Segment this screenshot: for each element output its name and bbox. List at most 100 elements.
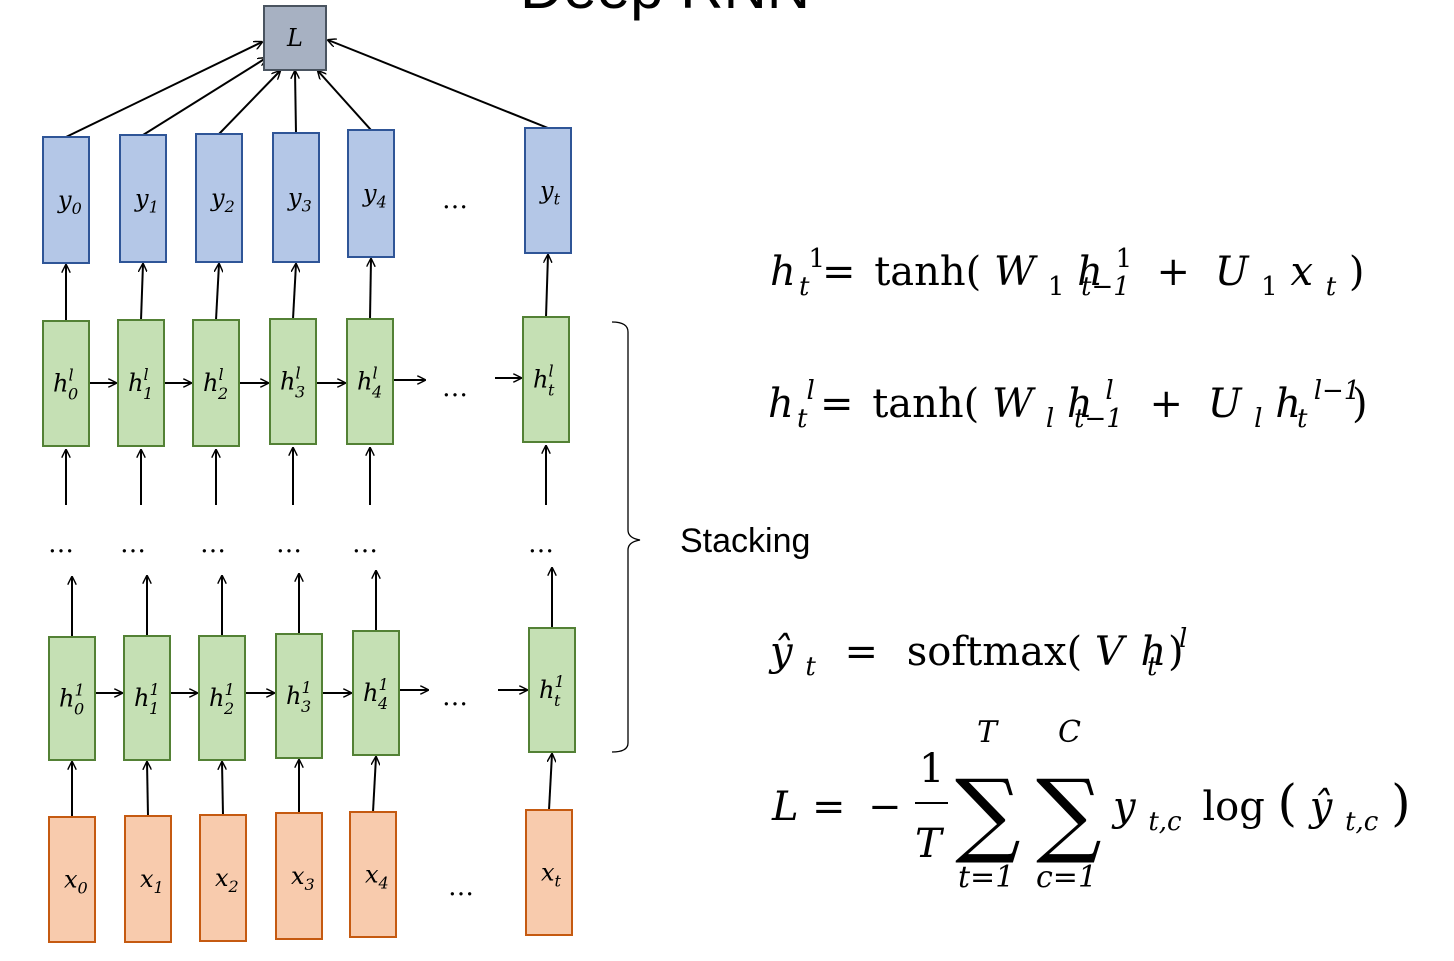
output-row-ellipsis: … — [442, 185, 468, 215]
input-row-ellipsis: … — [448, 872, 474, 902]
eq4-sum1-top: T — [977, 715, 999, 750]
eq4-y: y — [1111, 784, 1137, 830]
bottom-hidden-node-5-box — [528, 627, 576, 753]
input-node-4-box — [349, 811, 397, 938]
input-node-3-box — [275, 812, 323, 940]
middle-ellipsis-4: … — [352, 529, 378, 559]
eq3-h-sup: l — [1179, 624, 1187, 654]
bottom-hidden-node-4-box — [352, 630, 400, 756]
input-node-2-box — [199, 814, 247, 942]
eq3-equals: = — [845, 629, 879, 675]
arrow-top-hidden-4-to-output — [370, 259, 371, 320]
eq1-h: h — [1077, 249, 1103, 295]
eq4-sum1-bottom: t=1 — [958, 860, 1014, 895]
equation-softmax: ŷ t = softmax( V h l t ) — [768, 611, 1200, 685]
top-hidden-node-0-box — [42, 320, 90, 447]
input-node-2: x2 — [199, 814, 247, 942]
eq2-lhs-h: h — [768, 381, 794, 427]
arrow-output-4-to-loss — [318, 71, 372, 131]
input-node-1: x1 — [124, 815, 172, 943]
arrow-input-4-to-hidden — [373, 757, 376, 813]
output-node-0: y0 — [42, 136, 90, 264]
eq1-u-sub: 1 — [1261, 272, 1278, 302]
input-node-5-box — [525, 809, 573, 936]
eq1-plus: + — [1157, 249, 1191, 295]
eq1-lhs-sub: t — [799, 272, 810, 302]
eq1-w: W — [994, 249, 1038, 295]
input-node-4: x4 — [349, 811, 397, 938]
output-node-0-label: y0 — [57, 186, 82, 218]
eq4-equals: = — [812, 784, 846, 830]
eq3-func: softmax( — [907, 629, 1082, 675]
input-node-2-label: x2 — [215, 864, 239, 896]
output-node-0-box — [42, 136, 90, 264]
eq4-y-sub: t,c — [1148, 807, 1182, 837]
output-node-2-label: y2 — [210, 184, 235, 216]
eq1-w-sub: 1 — [1048, 272, 1065, 302]
eq3-close: ) — [1168, 629, 1184, 675]
eq4-lhs: L — [771, 784, 799, 830]
bottom-hidden-node-3-box — [275, 633, 323, 759]
arrow-top-hidden-5-to-output — [546, 255, 548, 318]
eq1-x-sub: t — [1326, 272, 1337, 302]
output-node-1-label: y1 — [134, 185, 159, 217]
eq3-h-sub: t — [1147, 652, 1158, 682]
eq4-sum2-top: C — [1058, 715, 1081, 750]
arrow-top-hidden-1-to-output — [141, 264, 143, 321]
eq1-func: tanh( — [874, 249, 981, 295]
top-hidden-node-5-box — [522, 316, 570, 443]
top-hidden-node-3-box — [269, 318, 317, 445]
arrow-top-hidden-3-to-output — [293, 264, 296, 320]
arrow-output-3-to-loss — [295, 71, 296, 134]
eq1-h-sup: 1 — [1116, 244, 1133, 274]
bottom-hidden-node-1-box — [123, 635, 171, 761]
eq2-w-sub: l — [1046, 404, 1054, 434]
middle-ellipsis-1: … — [120, 529, 146, 559]
eq1-x: x — [1290, 249, 1313, 295]
input-node-5-label: xt — [541, 859, 562, 891]
input-node-1-label: x1 — [140, 865, 164, 897]
eq2-h: h — [1067, 381, 1093, 427]
eq4-minus: − — [868, 784, 902, 830]
eq3-v: V — [1095, 629, 1128, 675]
equation-loss: L = − 1 T ∑ T t=1 ∑ C c=1 y t,c log ( ŷ … — [771, 715, 1411, 895]
arrows-group — [66, 40, 552, 817]
output-node-5-label: yt — [539, 177, 561, 209]
svg-text:ŷ t = softma: ŷ t = softmax( V h l t ) — [768, 611, 1200, 685]
eq2-close: ) — [1352, 381, 1368, 427]
bottom-hidden-node-0-box — [48, 636, 96, 761]
eq2-lhs-sub: t — [797, 404, 808, 434]
arrow-input-1-to-hidden — [147, 762, 148, 817]
eq2-h2-sub: t — [1297, 404, 1308, 434]
eq4-yhat: ŷ — [1308, 784, 1334, 830]
equation-hidden-layer-l: h l t = tanh( W l h l t−1 + U l h l−1 t … — [768, 376, 1368, 434]
stacking-label: Stacking — [680, 522, 810, 560]
input-node-3-label: x3 — [291, 862, 315, 894]
middle-ellipsis-3: … — [276, 529, 302, 559]
eq4-yhat-sub: t,c — [1345, 807, 1379, 837]
bottom-hidden-node-2-box — [198, 635, 246, 761]
eq4-sum2-bottom: c=1 — [1036, 860, 1097, 895]
output-node-1-box — [119, 134, 167, 263]
eq2-plus: + — [1150, 381, 1184, 427]
top-hidden-row-ellipsis: … — [442, 373, 468, 403]
eq2-u: U — [1208, 381, 1243, 427]
eq4-frac-num: 1 — [919, 746, 944, 792]
eq4-close: ) — [1391, 774, 1411, 832]
arrow-input-5-to-hidden — [549, 754, 552, 811]
eq2-h2: h — [1275, 381, 1301, 427]
